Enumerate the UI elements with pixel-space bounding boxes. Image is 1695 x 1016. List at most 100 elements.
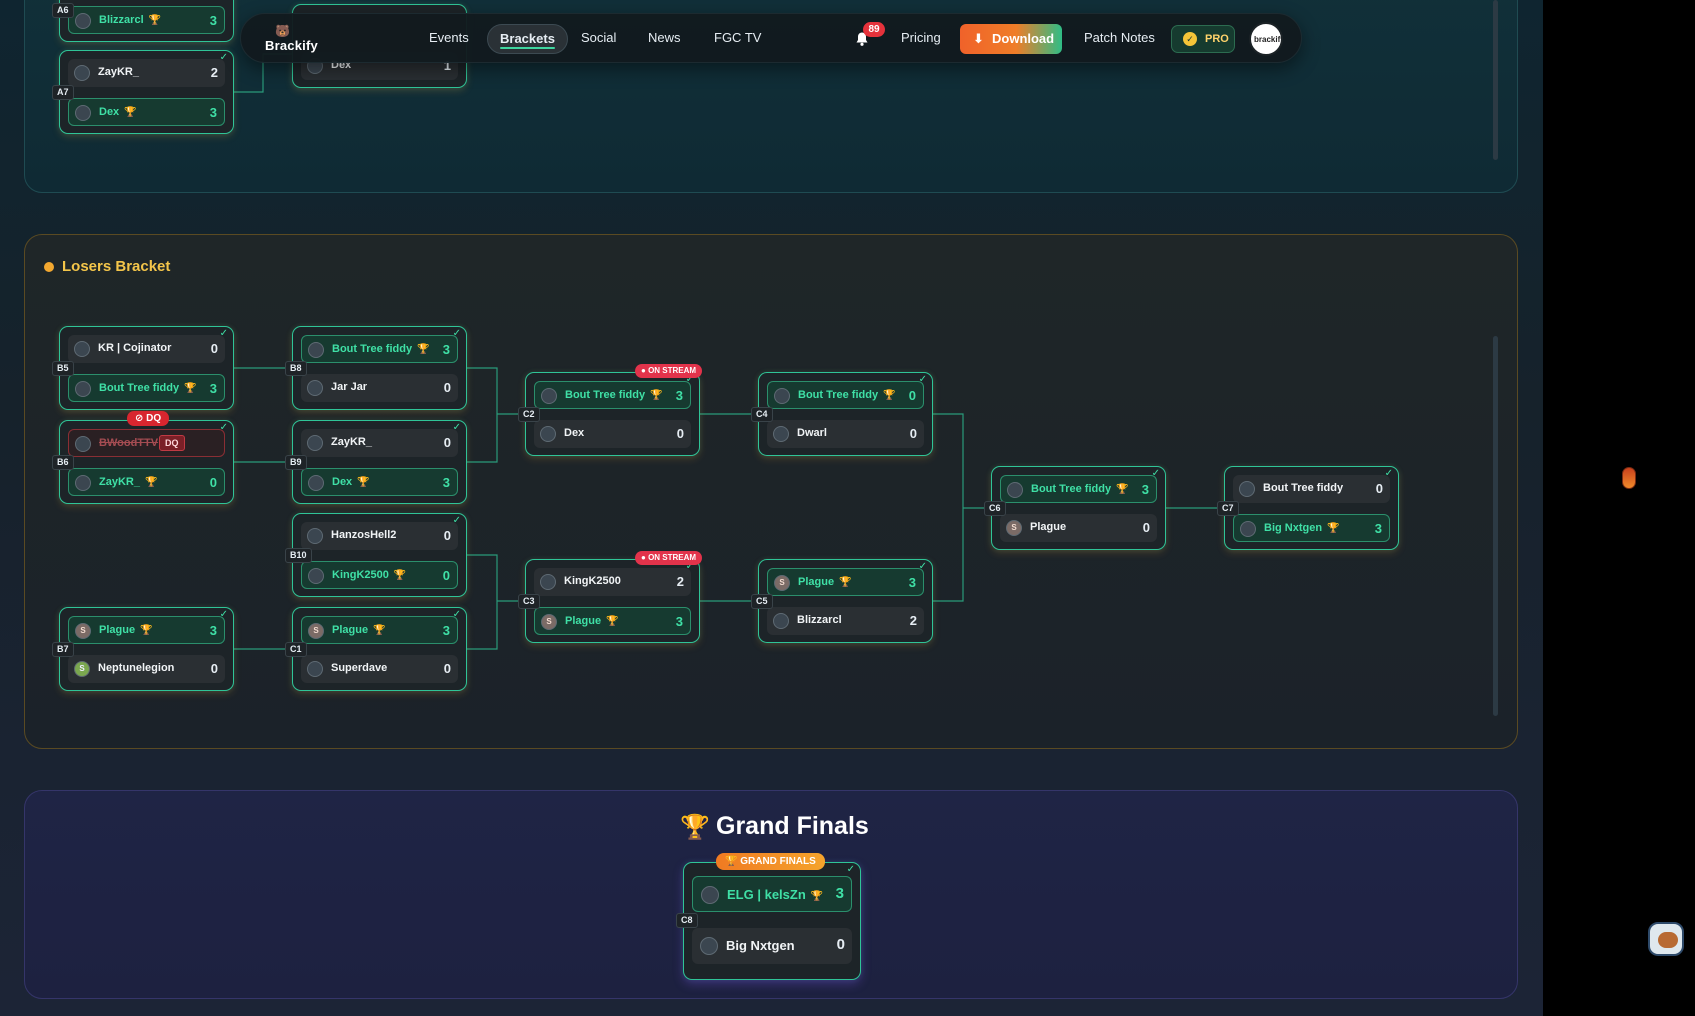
player-slot[interactable]: KingK2500🏆0	[301, 561, 458, 589]
player-score: 2	[676, 574, 684, 589]
player-name: Bout Tree fiddy🏆	[332, 343, 430, 355]
winners-scrollbar[interactable]	[1493, 0, 1498, 160]
player-name: Neptunelegion	[98, 662, 175, 674]
player-slot[interactable]: Bout Tree fiddy🏆0	[767, 381, 924, 409]
match-id-label: B5	[52, 361, 74, 376]
player-score: 3	[209, 105, 217, 120]
player-score: 0	[443, 380, 451, 395]
nav-link-social[interactable]: Social	[581, 30, 617, 45]
live-dot-icon: ●	[641, 366, 649, 375]
trophy-icon: 🏆	[650, 390, 663, 401]
player-slot[interactable]: Dex🏆 3	[68, 98, 225, 126]
player-slot[interactable]: ELG | kelsZn🏆 3	[692, 876, 852, 912]
trophy-icon: 🏆	[373, 625, 386, 636]
nav-link-brackets[interactable]: Brackets	[487, 24, 568, 54]
match-card-c8[interactable]: ✓ ELG | kelsZn🏆 3 Big Nxtgen 0 C8	[676, 862, 861, 980]
download-button[interactable]: ⬇ Download	[960, 24, 1062, 54]
brackify-logo[interactable]: 🐻 Brackify	[265, 24, 318, 53]
player-slot[interactable]: Big Nxtgen 0	[692, 928, 852, 964]
pro-button[interactable]: ✓ PRO	[1171, 25, 1235, 53]
player-avatar	[1007, 482, 1023, 498]
player-avatar	[307, 435, 323, 451]
player-name: Bout Tree fiddy🏆	[798, 389, 896, 401]
trophy-icon: 🏆	[1327, 523, 1340, 534]
player-score: 0	[442, 568, 450, 583]
player-slot[interactable]: Blizzarcl🏆 3	[68, 6, 225, 34]
nav-link-patch-notes[interactable]: Patch Notes	[1084, 30, 1155, 45]
player-avatar	[541, 388, 557, 404]
player-slot[interactable]: ZayKR_🏆0	[68, 468, 225, 496]
nav-link-pricing[interactable]: Pricing	[901, 30, 941, 45]
player-slot[interactable]: Bout Tree fiddy🏆 3	[301, 335, 458, 363]
player-score: 3	[209, 381, 217, 396]
player-name: Plague	[1030, 521, 1067, 533]
losers-indicator-dot	[44, 262, 54, 272]
player-avatar	[308, 342, 324, 358]
nav-link-news[interactable]: News	[648, 30, 681, 45]
player-score: 0	[836, 936, 845, 953]
check-icon: ✓	[918, 374, 927, 385]
player-slot[interactable]: ZayKR_ 2	[68, 59, 225, 87]
player-avatar	[75, 475, 91, 491]
player-slot[interactable]: Bout Tree fiddy🏆3	[534, 381, 691, 409]
mascot-chat-icon[interactable]	[1648, 922, 1684, 956]
losers-bracket-title: Losers Bracket	[62, 258, 171, 275]
trophy-icon: 🏆	[357, 477, 370, 488]
match-id-label: B7	[52, 642, 74, 657]
player-name: Bout Tree fiddy🏆	[99, 382, 197, 394]
user-avatar[interactable]: brackify	[1249, 22, 1283, 56]
match-card-a7[interactable]: ✓ ZayKR_ 2 Dex🏆 3 A7	[52, 50, 234, 134]
player-score: 3	[442, 623, 450, 638]
nav-link-events[interactable]: Events	[429, 30, 469, 45]
player-name: Bout Tree fiddy	[1263, 482, 1344, 494]
player-score: 0	[443, 528, 451, 543]
match-id-label: C3	[518, 594, 540, 609]
nav-link-fgctv[interactable]: FGC TV	[714, 30, 762, 45]
player-score: 3	[442, 342, 450, 357]
match-id-label: C2	[518, 407, 540, 422]
trophy-icon: 🏆	[140, 625, 153, 636]
player-avatar	[75, 13, 91, 29]
losers-scrollbar[interactable]	[1493, 336, 1498, 716]
lantern-icon[interactable]	[1622, 467, 1636, 489]
player-slot[interactable]: ZayKR_0	[301, 429, 458, 457]
match-id-label: C1	[285, 642, 307, 657]
player-name: KR | Cojinator	[98, 342, 172, 354]
player-avatar: S	[541, 614, 557, 630]
match-card-a6[interactable]: Blizzarcl🏆 3 A6	[52, 0, 234, 42]
player-slot[interactable]: Bout Tree fiddy🏆 3	[68, 374, 225, 402]
player-slot[interactable]: Bout Tree fiddy🏆3	[1000, 475, 1157, 503]
grand-finals-title: Grand Finals	[716, 812, 869, 840]
player-slot[interactable]: Big Nxtgen🏆3	[1233, 514, 1390, 542]
player-slot[interactable]: Dex🏆3	[301, 468, 458, 496]
